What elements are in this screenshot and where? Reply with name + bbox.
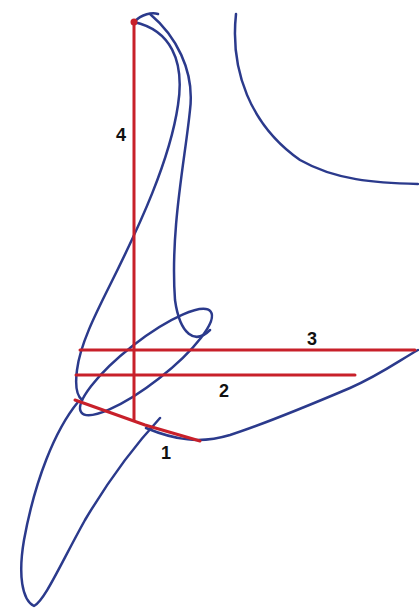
measure-line <box>80 349 415 352</box>
measure-line <box>133 22 136 420</box>
callout-number: 4 <box>116 126 126 144</box>
outline-crown <box>21 402 160 606</box>
outline-curve <box>235 14 418 184</box>
callout-number: 3 <box>307 330 317 348</box>
outline-ellipse <box>68 295 223 429</box>
outline-curve <box>150 14 210 337</box>
measure-line <box>76 374 355 377</box>
outline-curve <box>146 350 418 440</box>
callout-number: 1 <box>161 444 171 462</box>
outline-curve <box>76 13 180 400</box>
measure-line <box>75 400 200 441</box>
measure-point <box>131 19 138 26</box>
callout-number: 2 <box>219 382 229 400</box>
